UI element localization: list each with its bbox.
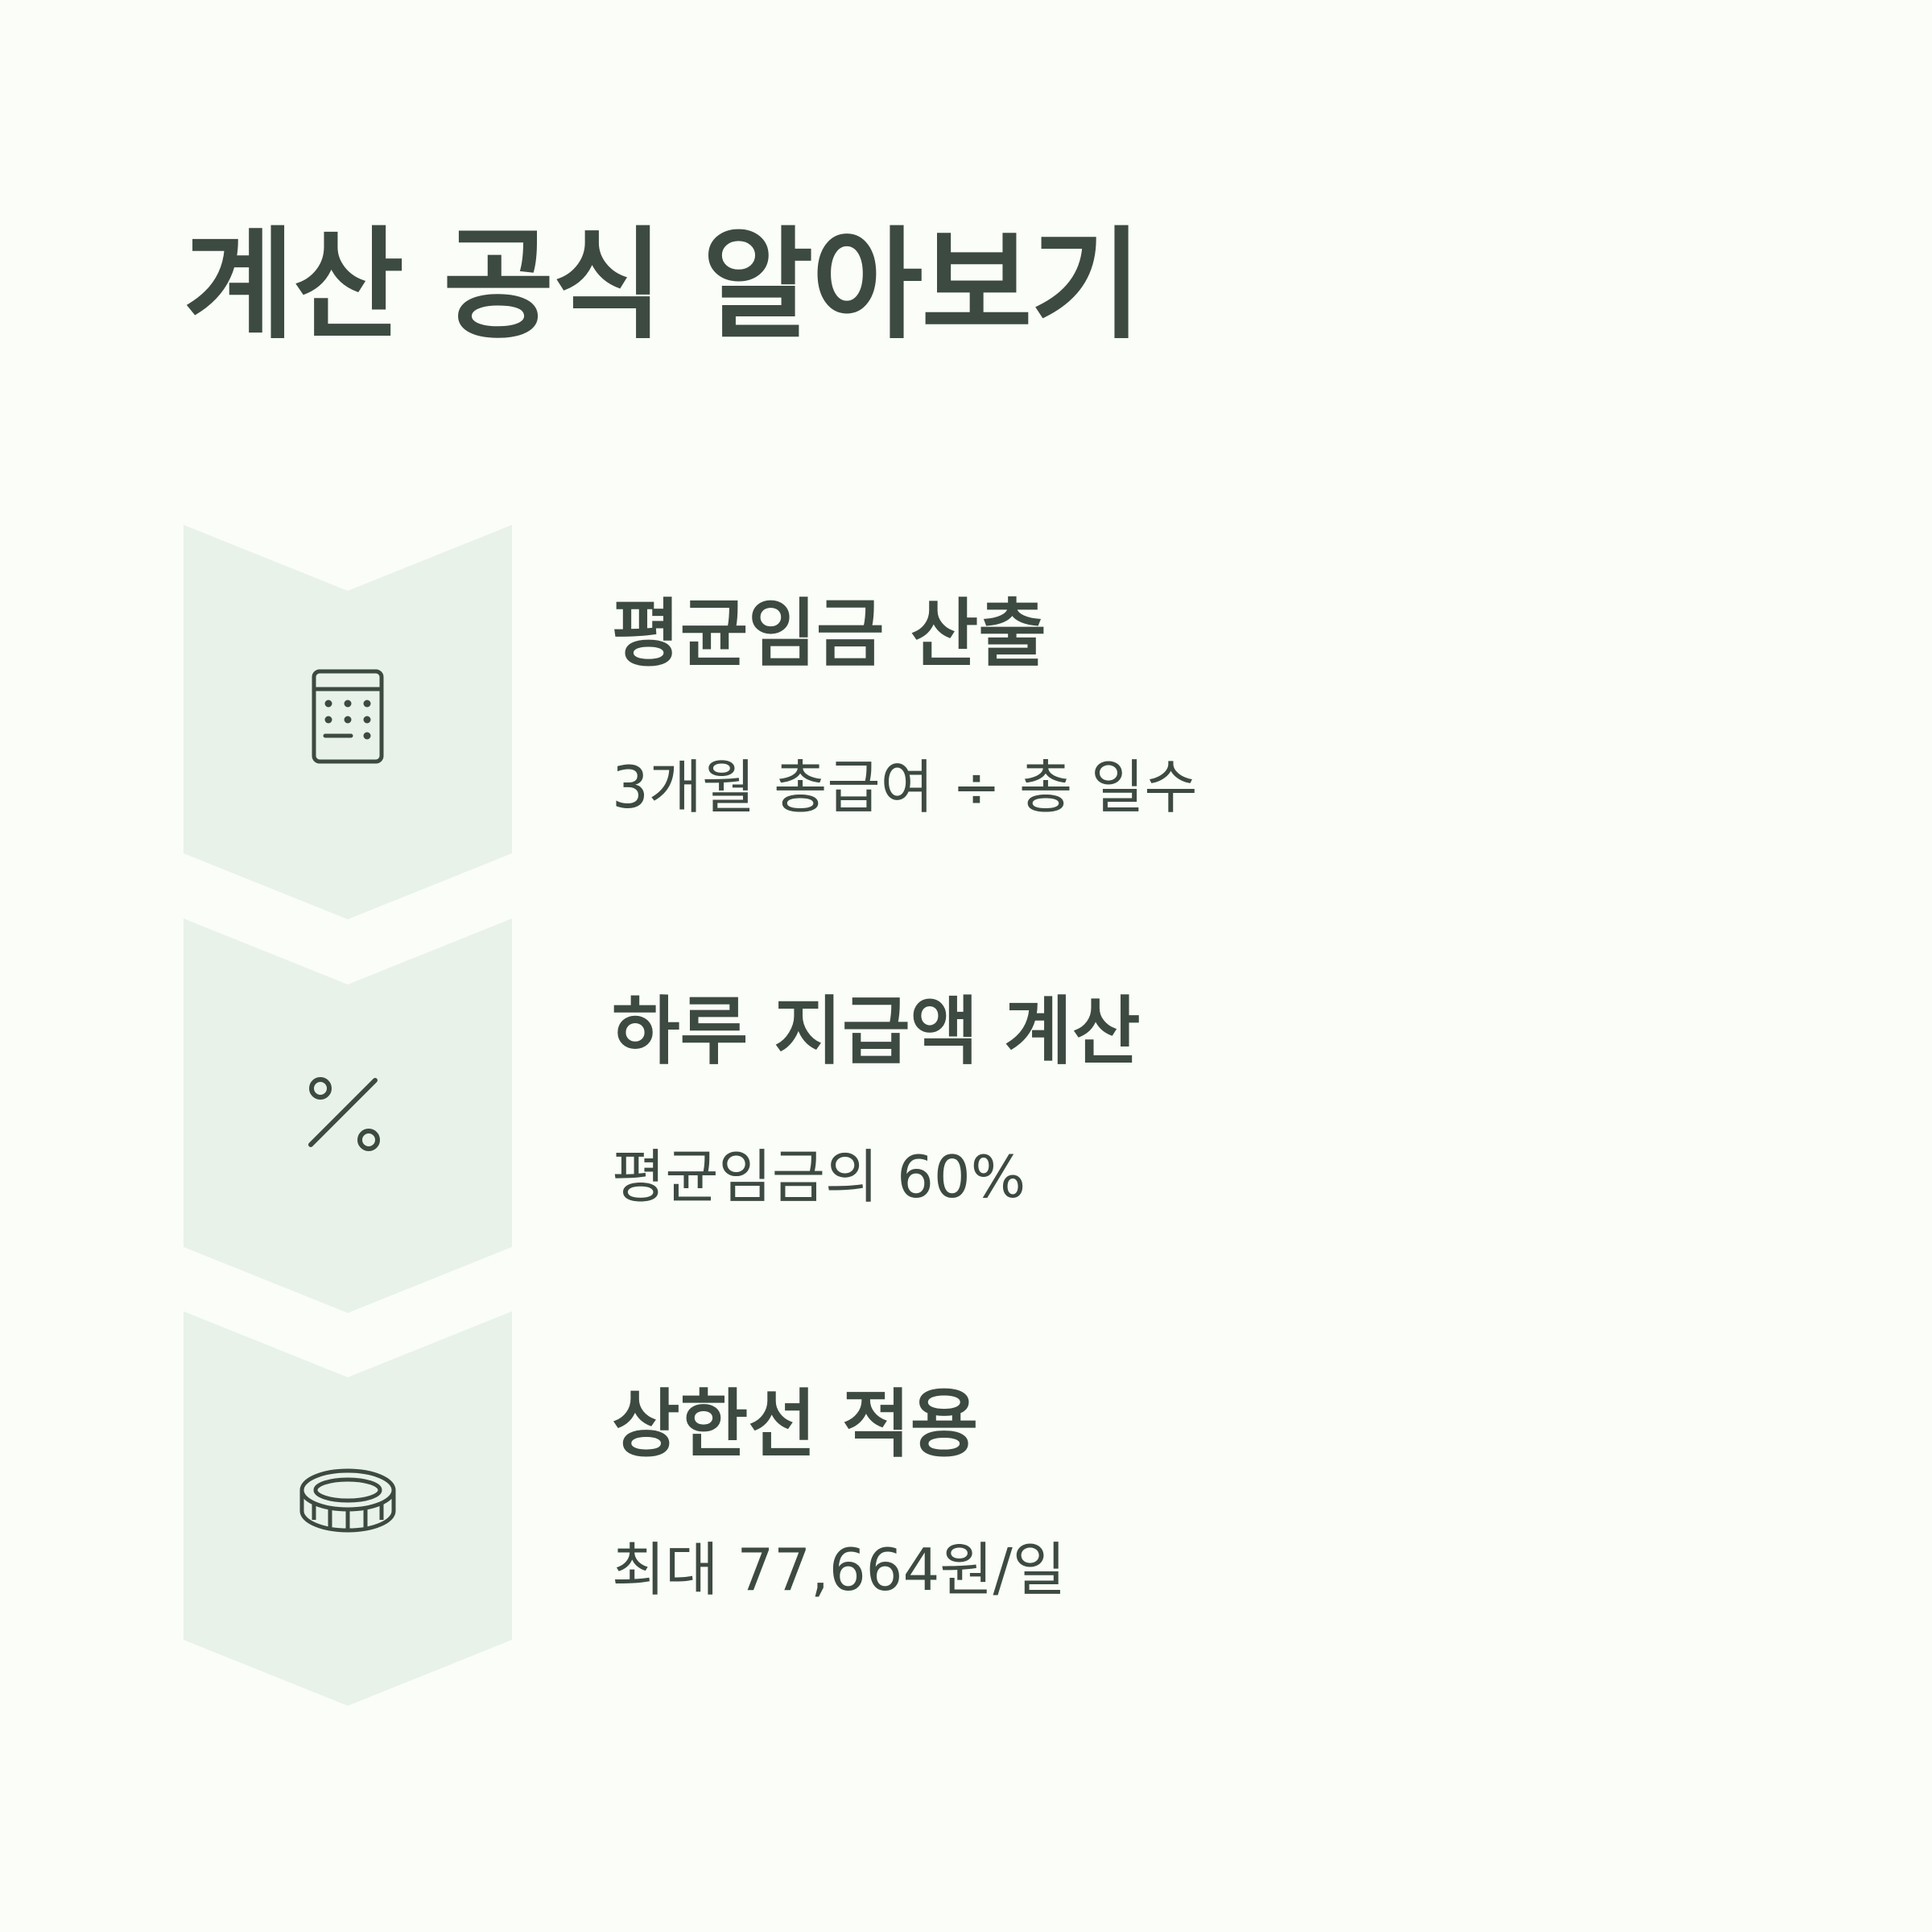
step-description: 3개월 총급여 ÷ 총 일수: [612, 753, 1198, 821]
step-title: 하루 지급액 계산: [612, 989, 1141, 1075]
percent-icon: [299, 1067, 396, 1164]
step-upper-limit: 상한선 적용 최대 77,664원/일: [184, 1311, 1794, 1772]
step-description: 최대 77,664원/일: [612, 1536, 1067, 1604]
calculator-icon: [299, 668, 396, 765]
coin-icon: [299, 1463, 396, 1559]
step-description: 평균임금의 60%: [612, 1143, 1026, 1211]
step-title: 상한선 적용: [612, 1381, 979, 1468]
step-title: 평균임금 산출: [612, 591, 1046, 677]
step-daily-payment: 하루 지급액 계산 평균임금의 60%: [184, 919, 1794, 1379]
step-chevron-panel: [184, 919, 512, 1379]
page-title: 계산 공식 알아보기: [184, 216, 1141, 356]
step-average-wage: 평균임금 산출 3개월 총급여 ÷ 총 일수: [184, 525, 1794, 985]
